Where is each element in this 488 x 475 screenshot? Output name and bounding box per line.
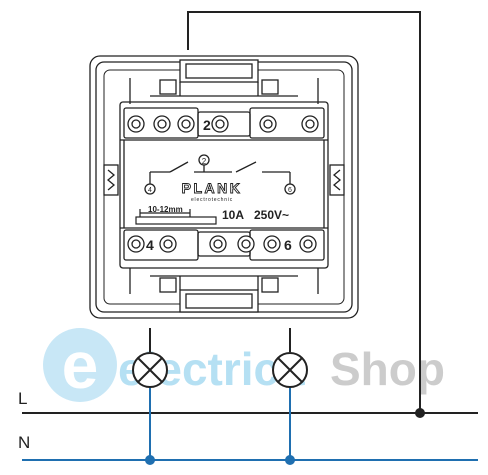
line-junction-dot [415,408,425,418]
strip-length-label: 10-12mm [148,205,183,214]
lamp-left-icon [132,352,168,388]
switch-mechanism [89,55,359,319]
watermark: e electrica Shop [43,328,445,402]
strip-length-gauge [135,209,217,225]
line-label: L [18,389,27,408]
top-clip [179,59,259,83]
watermark-logo-circle [43,328,117,402]
schematic-label-left: 4 [148,187,152,194]
terminal-label-common: 2 [203,117,211,133]
right-side-clip [329,164,345,196]
schematic-left-node [144,183,156,195]
inner-body [119,101,329,269]
schematic-label-right: 6 [288,187,292,194]
terminal-label-left: 4 [146,237,154,253]
watermark-logo-letter: e [62,328,99,402]
line-feed-wire [187,11,421,413]
switch-outer-frame [89,55,359,319]
neutral-junction-dot-right [285,455,295,465]
neutral-junction-dot-left [145,455,155,465]
bottom-terminal-screws [127,235,317,253]
line-wire [22,11,478,414]
top-terminal-screws [127,115,319,133]
lamp-left-branch [132,328,168,465]
bottom-clip [179,289,259,313]
rating-voltage: 250V~ [254,208,289,222]
terminal-label-right: 6 [284,237,292,253]
internal-switch-schematic [144,154,296,195]
rating-current: 10A [222,208,244,222]
brand-subtitle: electrotechnic [191,197,233,203]
lamp-right-icon [272,352,308,388]
lamp-right-branch [272,328,308,465]
schematic-label-common: 2 [202,157,207,166]
schematic-right-node [284,183,296,195]
left-side-clip [103,164,119,196]
watermark-shop-text: Shop [330,343,445,395]
neutral-label: N [18,433,30,452]
brand-logo: PLANK [182,180,243,196]
